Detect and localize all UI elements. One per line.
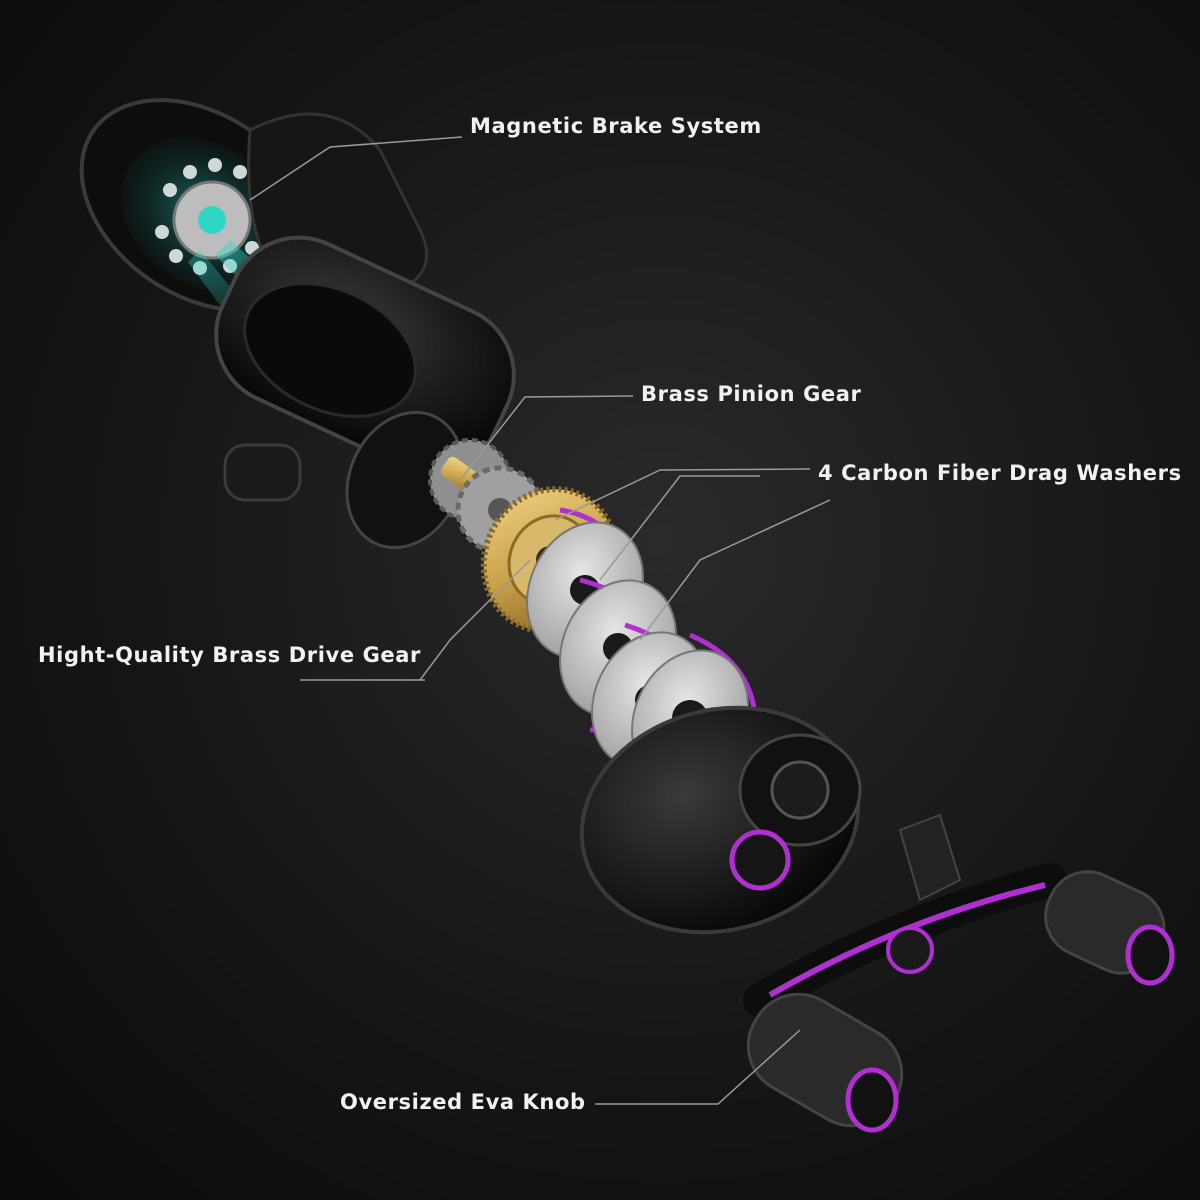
reel-frame — [214, 112, 516, 550]
eva-knob — [746, 870, 1175, 1133]
callout-oversized-eva-knob: Oversized Eva Knob — [340, 1090, 586, 1114]
callout-magnetic-brake-system: Magnetic Brake System — [470, 114, 762, 138]
callout-carbon-fiber-drag-washers: 4 Carbon Fiber Drag Washers — [818, 461, 1182, 485]
handle-side-cover — [579, 705, 962, 935]
callout-brass-drive-gear: Hight-Quality Brass Drive Gear — [38, 643, 421, 667]
leader-lines — [249, 136, 831, 1105]
handle-arm — [743, 863, 1067, 1017]
callout-brass-pinion-gear: Brass Pinion Gear — [641, 382, 862, 406]
